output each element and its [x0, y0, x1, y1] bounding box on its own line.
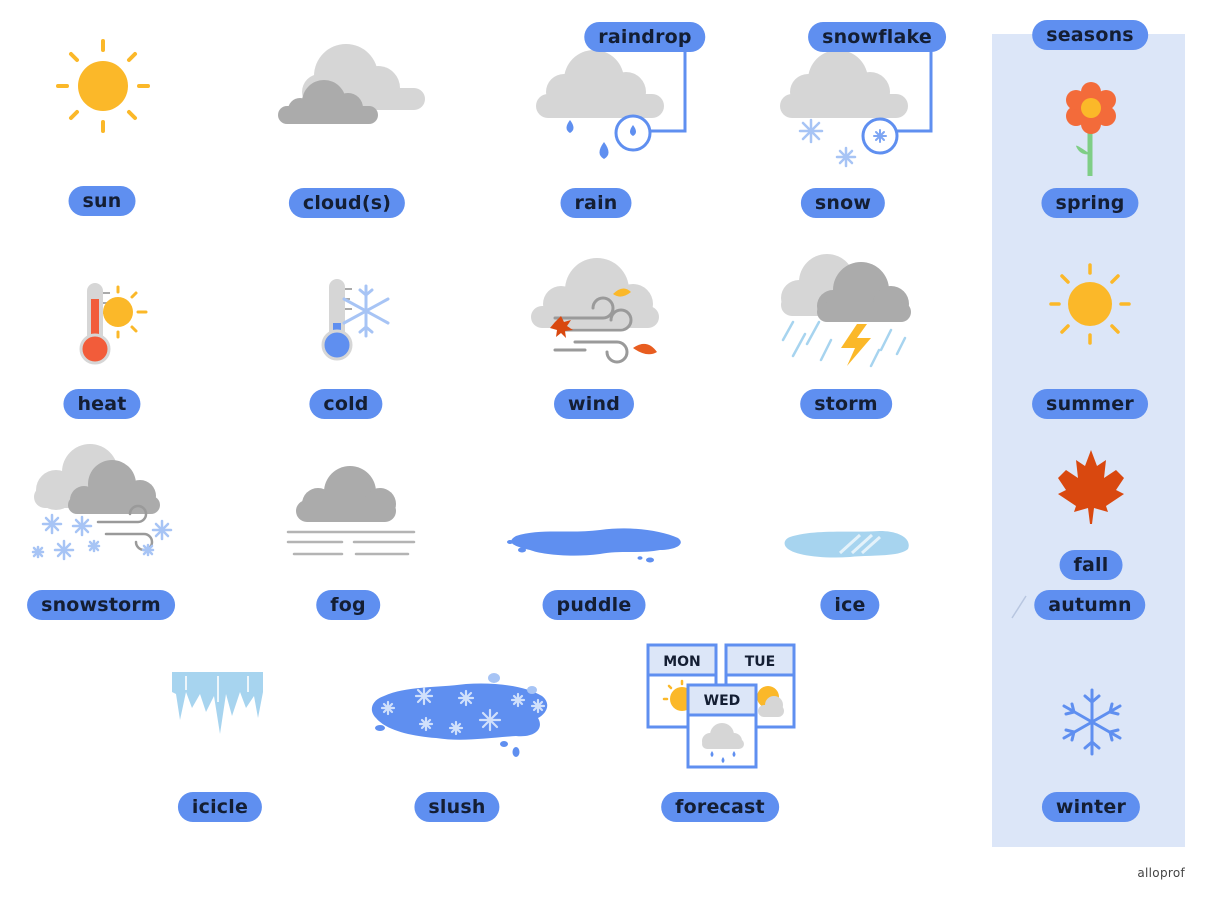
rain-icon — [536, 48, 687, 159]
sun-icon — [56, 39, 150, 133]
icicle-icon — [172, 672, 263, 734]
snowstorm-label: snowstorm — [27, 590, 175, 620]
rain-label: rain — [560, 188, 632, 218]
cold-label: cold — [309, 389, 383, 419]
summer-label: summer — [1032, 389, 1148, 419]
snow-icon — [780, 48, 933, 168]
heat-label: heat — [63, 389, 141, 419]
seasons-title: seasons — [1032, 20, 1148, 50]
ice-icon — [784, 531, 909, 558]
raindrop-label: raindrop — [584, 22, 706, 52]
fall-label: fall — [1059, 550, 1123, 580]
autumn-label: autumn — [1034, 590, 1146, 620]
ice-label: ice — [820, 590, 880, 620]
puddle-label: puddle — [542, 590, 646, 620]
wind-label: wind — [554, 389, 634, 419]
wind-icon — [531, 258, 659, 364]
puddle-icon — [507, 528, 681, 563]
slush-label: slush — [414, 792, 500, 822]
winter-label: winter — [1041, 792, 1141, 822]
fog-icon — [286, 466, 416, 556]
clouds-label: cloud(s) — [288, 188, 406, 218]
snowstorm-icon — [31, 444, 173, 561]
cold-icon — [321, 279, 390, 361]
summer-sun-icon — [1049, 263, 1131, 345]
calendar-day-mon: MON — [663, 654, 701, 670]
maple-leaf-icon — [1058, 450, 1124, 524]
storm-label: storm — [800, 389, 892, 419]
icicle-label: icicle — [177, 792, 263, 822]
clouds-icon — [278, 44, 425, 124]
calendar-day-wed: WED — [704, 693, 741, 709]
calendar-day-tue: TUE — [745, 654, 775, 670]
winter-snowflake-icon — [1062, 688, 1122, 756]
brand-logo-text: alloprof — [1137, 866, 1185, 880]
snowflake-label: snowflake — [808, 22, 946, 52]
sun-label: sun — [68, 186, 136, 216]
forecast-icon: MON TUE WED — [646, 643, 796, 769]
flower-icon — [1066, 82, 1116, 176]
fog-label: fog — [316, 590, 380, 620]
spring-label: spring — [1041, 188, 1139, 218]
snow-label: snow — [800, 188, 886, 218]
slash-divider — [1011, 595, 1027, 619]
storm-icon — [781, 254, 911, 368]
heat-icon — [79, 283, 148, 365]
forecast-label: forecast — [661, 792, 779, 822]
slush-icon — [371, 673, 548, 757]
